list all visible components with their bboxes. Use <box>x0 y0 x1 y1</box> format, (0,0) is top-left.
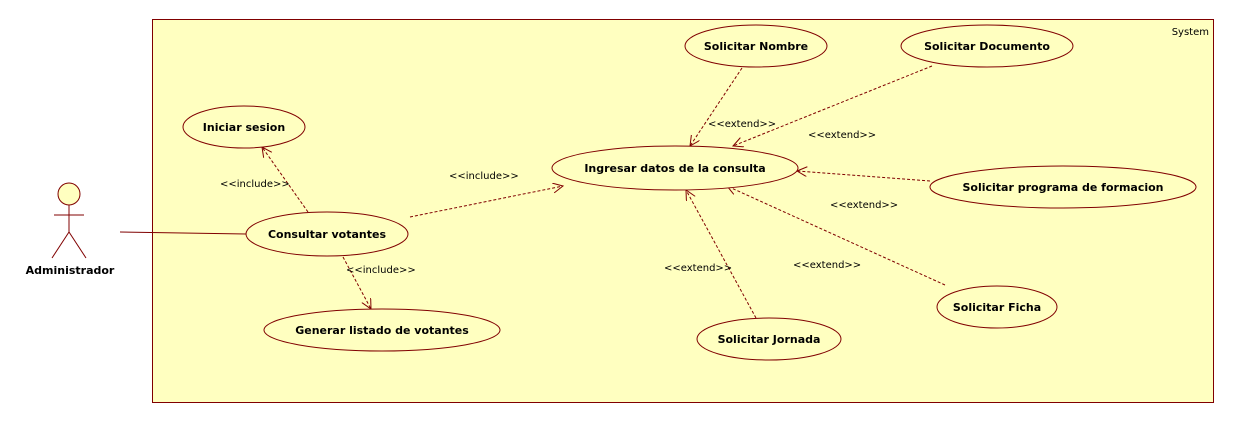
actor-administrador[interactable] <box>51 182 87 259</box>
use-case-label-iniciar-sesion: Iniciar sesion <box>203 121 285 134</box>
extend-label-ficha: <<extend>> <box>793 260 861 271</box>
extend-label-programa: <<extend>> <box>830 200 898 211</box>
use-case-label-solicitar-ficha: Solicitar Ficha <box>953 301 1041 314</box>
use-case-solicitar-jornada[interactable] <box>696 317 842 361</box>
use-case-label-generar-listado: Generar listado de votantes <box>295 324 469 337</box>
include-label-iniciar: <<include>> <box>220 179 290 190</box>
use-case-label-consultar-votantes: Consultar votantes <box>268 228 387 241</box>
use-case-solicitar-documento[interactable] <box>900 24 1074 68</box>
extend-label-jornada: <<extend>> <box>664 263 732 274</box>
use-case-label-ingresar-datos: Ingresar datos de la consulta <box>584 162 765 175</box>
extend-label-documento: <<extend>> <box>808 130 876 141</box>
system-label: System <box>1172 27 1209 38</box>
extend-line-nombre <box>690 67 743 146</box>
include-line-ingresar <box>409 186 563 218</box>
use-case-solicitar-programa[interactable] <box>929 165 1197 209</box>
use-case-ingresar-datos[interactable] <box>551 145 799 191</box>
use-case-generar-listado[interactable] <box>263 308 501 352</box>
use-case-solicitar-nombre[interactable] <box>684 24 828 68</box>
actor-label: Administrador <box>26 264 115 277</box>
use-case-label-solicitar-nombre: Solicitar Nombre <box>704 40 808 53</box>
use-case-iniciar-sesion[interactable] <box>182 105 306 149</box>
use-case-label-solicitar-programa: Solicitar programa de formacion <box>962 181 1163 194</box>
use-case-consultar-votantes[interactable] <box>245 211 409 257</box>
extend-line-programa <box>797 171 931 182</box>
extend-line-jornada <box>686 190 757 319</box>
use-case-solicitar-ficha[interactable] <box>936 285 1058 329</box>
extend-line-documento <box>733 65 933 146</box>
association-line <box>119 231 247 235</box>
extend-label-nombre: <<extend>> <box>708 119 776 130</box>
use-case-label-solicitar-jornada: Solicitar Jornada <box>718 333 821 346</box>
include-label-generar: <<include>> <box>346 265 416 276</box>
include-line-iniciar <box>262 147 309 213</box>
use-case-label-solicitar-documento: Solicitar Documento <box>924 40 1050 53</box>
include-label-ingresar: <<include>> <box>449 171 519 182</box>
